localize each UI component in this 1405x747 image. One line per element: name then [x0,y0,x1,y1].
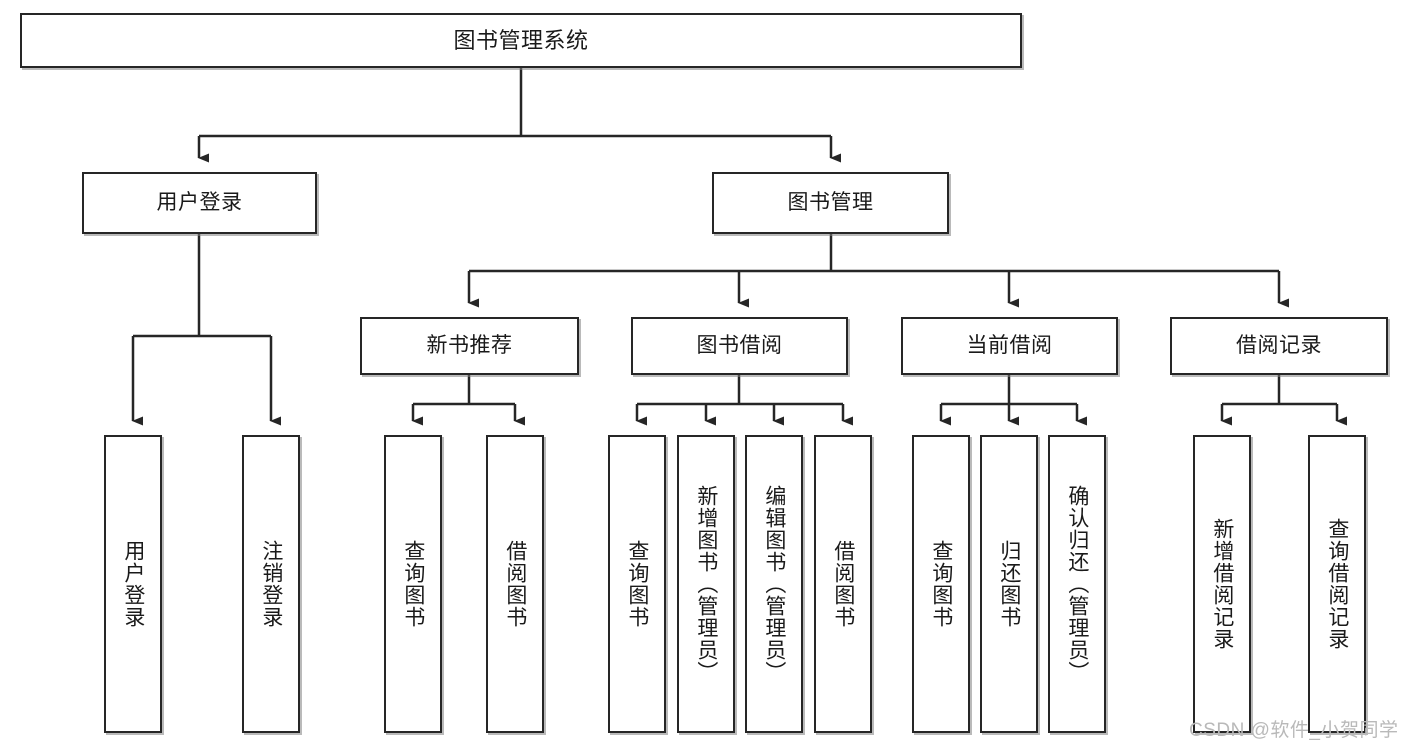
leaf-user-login-login[interactable]: 用户登录 [104,435,162,733]
node-label: 借阅记录 [1236,333,1322,357]
edge-borrow-to-leaves [635,375,853,426]
leaf-current-confirm-return-admin[interactable]: 确认归还（管理员） [1048,435,1106,733]
leaf-record-add-record[interactable]: 新增借阅记录 [1193,435,1251,733]
node-label: 查询图书 [929,540,953,628]
leaf-recommend-borrow-book[interactable]: 借阅图书 [486,435,544,733]
node-user-login[interactable]: 用户登录 [82,172,317,234]
edge-recommend-to-leaves [411,375,525,426]
node-label: 图书借阅 [696,333,783,357]
node-book-management[interactable]: 图书管理 [712,172,949,234]
node-label: 图书管理系统 [453,27,589,53]
csdn-watermark: CSDN @软件_小贺同学 [1189,720,1399,741]
node-label: 借阅图书 [503,540,527,628]
node-label: 新书推荐 [426,333,513,357]
leaf-current-query-book[interactable]: 查询图书 [912,435,970,733]
node-label: 新增借阅记录 [1210,518,1234,650]
node-label: 查询借阅记录 [1325,518,1349,650]
leaf-user-login-logout[interactable]: 注销登录 [242,435,300,733]
leaf-record-query-record[interactable]: 查询借阅记录 [1308,435,1366,733]
node-label: 编辑图书（管理员） [762,485,786,683]
leaf-current-return-book[interactable]: 归还图书 [980,435,1038,733]
node-label: 图书管理 [787,190,874,214]
node-label: 当前借阅 [966,333,1053,357]
leaf-recommend-query-book[interactable]: 查询图书 [384,435,442,733]
node-current-borrow[interactable]: 当前借阅 [901,317,1118,375]
node-label: 注销登录 [259,540,283,628]
leaf-borrow-edit-book-admin[interactable]: 编辑图书（管理员） [745,435,803,733]
node-new-book-recommend[interactable]: 新书推荐 [360,317,579,375]
node-label: 查询图书 [401,540,425,628]
node-book-borrow[interactable]: 图书借阅 [631,317,848,375]
node-label: 查询图书 [625,540,649,628]
edge-userlogin-to-leaves [131,234,281,426]
node-label: 用户登录 [121,540,145,628]
node-label: 确认归还（管理员） [1065,485,1089,683]
edge-bookmgmt-to-level2 [467,234,1289,308]
leaf-borrow-query-book[interactable]: 查询图书 [608,435,666,733]
leaf-borrow-borrow-book[interactable]: 借阅图书 [814,435,872,733]
edge-record-to-leaves [1220,375,1347,426]
edge-root-to-bus [197,68,841,163]
node-label: 归还图书 [997,540,1021,628]
node-label: 新增图书（管理员） [694,485,718,683]
node-borrow-record[interactable]: 借阅记录 [1170,317,1388,375]
node-label: 借阅图书 [831,540,855,628]
edge-current-to-leaves [939,375,1087,426]
node-label: 用户登录 [156,190,243,214]
leaf-borrow-add-book-admin[interactable]: 新增图书（管理员） [677,435,735,733]
node-root-book-management-system[interactable]: 图书管理系统 [20,13,1022,68]
